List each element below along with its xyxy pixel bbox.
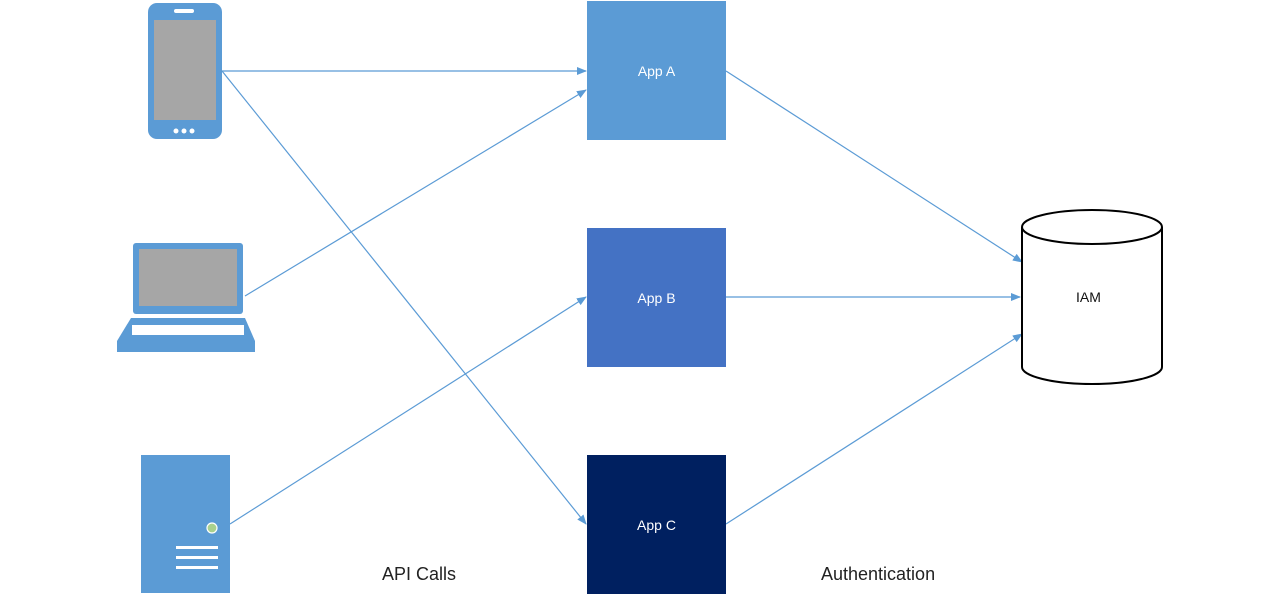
iam-label: IAM xyxy=(1076,289,1101,305)
iam-cylinder-icon xyxy=(1021,209,1163,385)
api-calls-caption: API Calls xyxy=(382,564,457,584)
app-a-box: App A xyxy=(587,1,726,140)
arrow-laptop-to-app-a xyxy=(244,89,587,297)
laptop-icon xyxy=(117,243,255,352)
app-c-box: App C xyxy=(587,455,726,594)
app-a-label: App A xyxy=(637,62,676,79)
server-icon xyxy=(141,455,230,593)
arrow-app-a-to-iam xyxy=(725,70,1023,263)
smartphone-icon xyxy=(148,3,222,139)
app-b-label: App B xyxy=(637,289,676,306)
arrow-phone-to-app-c xyxy=(221,70,587,525)
app-c-label: App C xyxy=(637,516,676,533)
arrow-server-to-app-b xyxy=(229,296,587,525)
app-b-box: App B xyxy=(587,228,726,367)
authentication-caption: Authentication xyxy=(821,564,936,584)
arrow-app-c-to-iam xyxy=(725,333,1023,525)
